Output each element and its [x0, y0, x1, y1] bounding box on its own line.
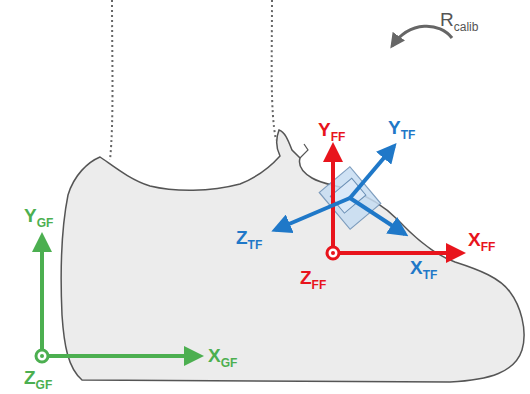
axis-letter: X — [208, 345, 221, 366]
frame-subscript: FF — [481, 240, 496, 254]
tongue-detail — [300, 144, 308, 158]
axis-letter: R — [440, 9, 454, 30]
frame-subscript: calib — [454, 20, 479, 34]
axis-letter: Z — [24, 367, 36, 388]
axis-letter: Y — [388, 117, 401, 138]
x-axis-arrow — [42, 354, 200, 358]
axis-label: ZGF — [24, 368, 52, 391]
frame-subscript: GF — [37, 216, 54, 230]
shoe-outline — [61, 130, 524, 382]
axis-label: XGF — [208, 346, 237, 369]
axis-label: Rcalib — [440, 10, 478, 33]
frame-subscript: GF — [36, 378, 53, 392]
frame-subscript: TF — [401, 128, 416, 142]
frame-subscript: FF — [312, 278, 327, 292]
z-axis-dot — [40, 354, 44, 358]
z-axis-arrow — [275, 198, 350, 230]
axis-label: YTF — [388, 118, 415, 141]
axis-label: YFF — [318, 120, 345, 143]
z-axis-dot — [331, 251, 335, 255]
x-axis-arrow — [350, 198, 405, 234]
frame-subscript: FF — [331, 130, 346, 144]
frame-subscript: TF — [423, 268, 438, 282]
axis-letter: X — [410, 257, 423, 278]
axis-label: XTF — [410, 258, 437, 281]
axis-letter: Y — [318, 119, 331, 140]
axis-label: ZTF — [236, 228, 262, 251]
z-axis-symbol — [327, 247, 339, 259]
axis-letter: Z — [300, 267, 312, 288]
axis-label: YGF — [24, 206, 53, 229]
axis-letter: Y — [24, 205, 37, 226]
leg-outline — [272, 0, 276, 140]
axis-label: ZFF — [300, 268, 326, 291]
y-axis-arrow — [350, 146, 394, 198]
frame-subscript: GF — [221, 356, 238, 370]
axis-letter: X — [468, 229, 481, 250]
axis-label: XFF — [468, 230, 495, 253]
axis-letter: Z — [236, 227, 248, 248]
x-axis-arrow — [333, 251, 462, 255]
leg-outline — [110, 0, 113, 160]
z-axis-symbol — [36, 350, 48, 362]
y-axis-arrow — [40, 236, 44, 356]
y-axis-arrow — [331, 146, 335, 253]
frame-subscript: TF — [248, 238, 263, 252]
